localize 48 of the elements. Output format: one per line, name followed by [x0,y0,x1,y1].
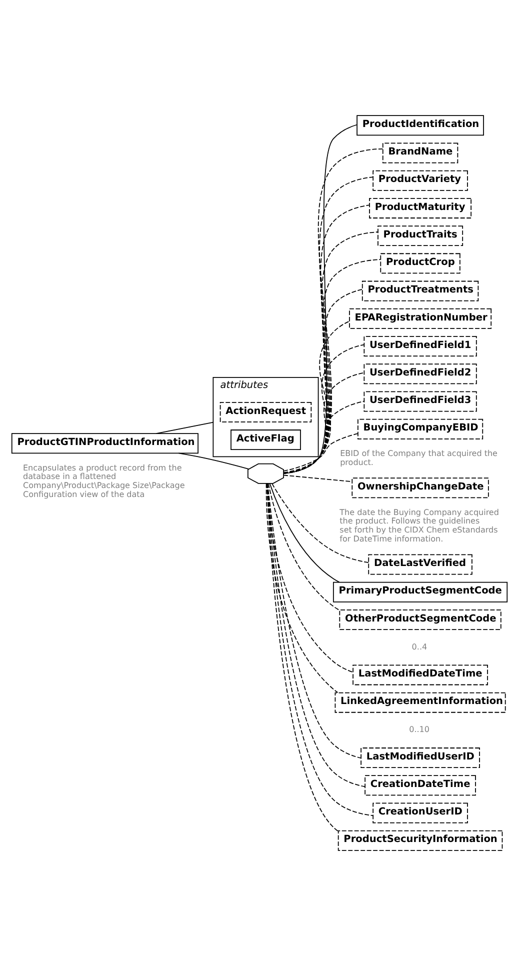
node-box: ProductGTINProductInformation [11,433,198,454]
connector [283,400,364,474]
node-label: 0..4 [412,642,428,652]
connector [156,422,214,434]
node-box: ActiveFlag [230,430,301,450]
connector [266,483,338,693]
connector [283,372,364,474]
connector [266,483,374,816]
node-box: CreationUserID [372,802,468,824]
node-box: LastModifiedDateTime [352,664,488,686]
connector [283,124,358,474]
connector [283,433,358,472]
node-label: 0..10 [409,725,430,734]
connector [283,289,362,474]
node-box: CreationDateTime [364,775,476,796]
connector [283,148,384,474]
node-box: LastModifiedUserID [360,748,480,768]
node-label: The date the Buying Company acquired the product. Follows the guidelines set forth by the CIDX Chem eStandards for DateTime information. [340,508,499,544]
node-box: ProductCrop [380,253,460,274]
node-box: DateLastVerified [368,554,472,575]
node-box: ActionRequest [220,402,312,422]
node-box: PrimaryProductSegmentCode [333,582,508,602]
node-octagon [247,463,284,484]
node-label: Encapsulates a product record from the database in a flattened Company\Product\Package Size\Package Configuration view of the data [23,463,185,499]
node-box: ProductSecurityInformation [338,830,503,851]
node-box: OtherProductSegmentCode [339,609,502,630]
connector [272,483,370,564]
node-box: BrandName [382,142,458,164]
connector [283,474,352,482]
node-box: OwnershipChangeDate [352,478,489,498]
node-box: ProductVariety [372,170,468,191]
connector [178,452,250,470]
node-box: ProductIdentification [356,115,484,136]
connector [266,483,354,673]
node-box: BuyingCompanyEBID [357,418,484,440]
node-box: UserDefinedField3 [364,391,477,412]
connector [268,483,340,611]
node-box: UserDefinedField2 [364,364,477,384]
node-box: ProductMaturity [369,198,472,218]
node-box: UserDefinedField1 [364,336,477,356]
connector [269,483,340,583]
connector [266,483,339,832]
node-box: EPARegistrationNumber [349,308,492,329]
node-box: ProductTreatments [362,280,479,302]
node-box: LinkedAgreementInformation [334,692,506,713]
node-box: ProductTraits [378,226,464,246]
connector [283,344,365,474]
node-label: EBID of the Company that acquired the product. [340,449,498,467]
